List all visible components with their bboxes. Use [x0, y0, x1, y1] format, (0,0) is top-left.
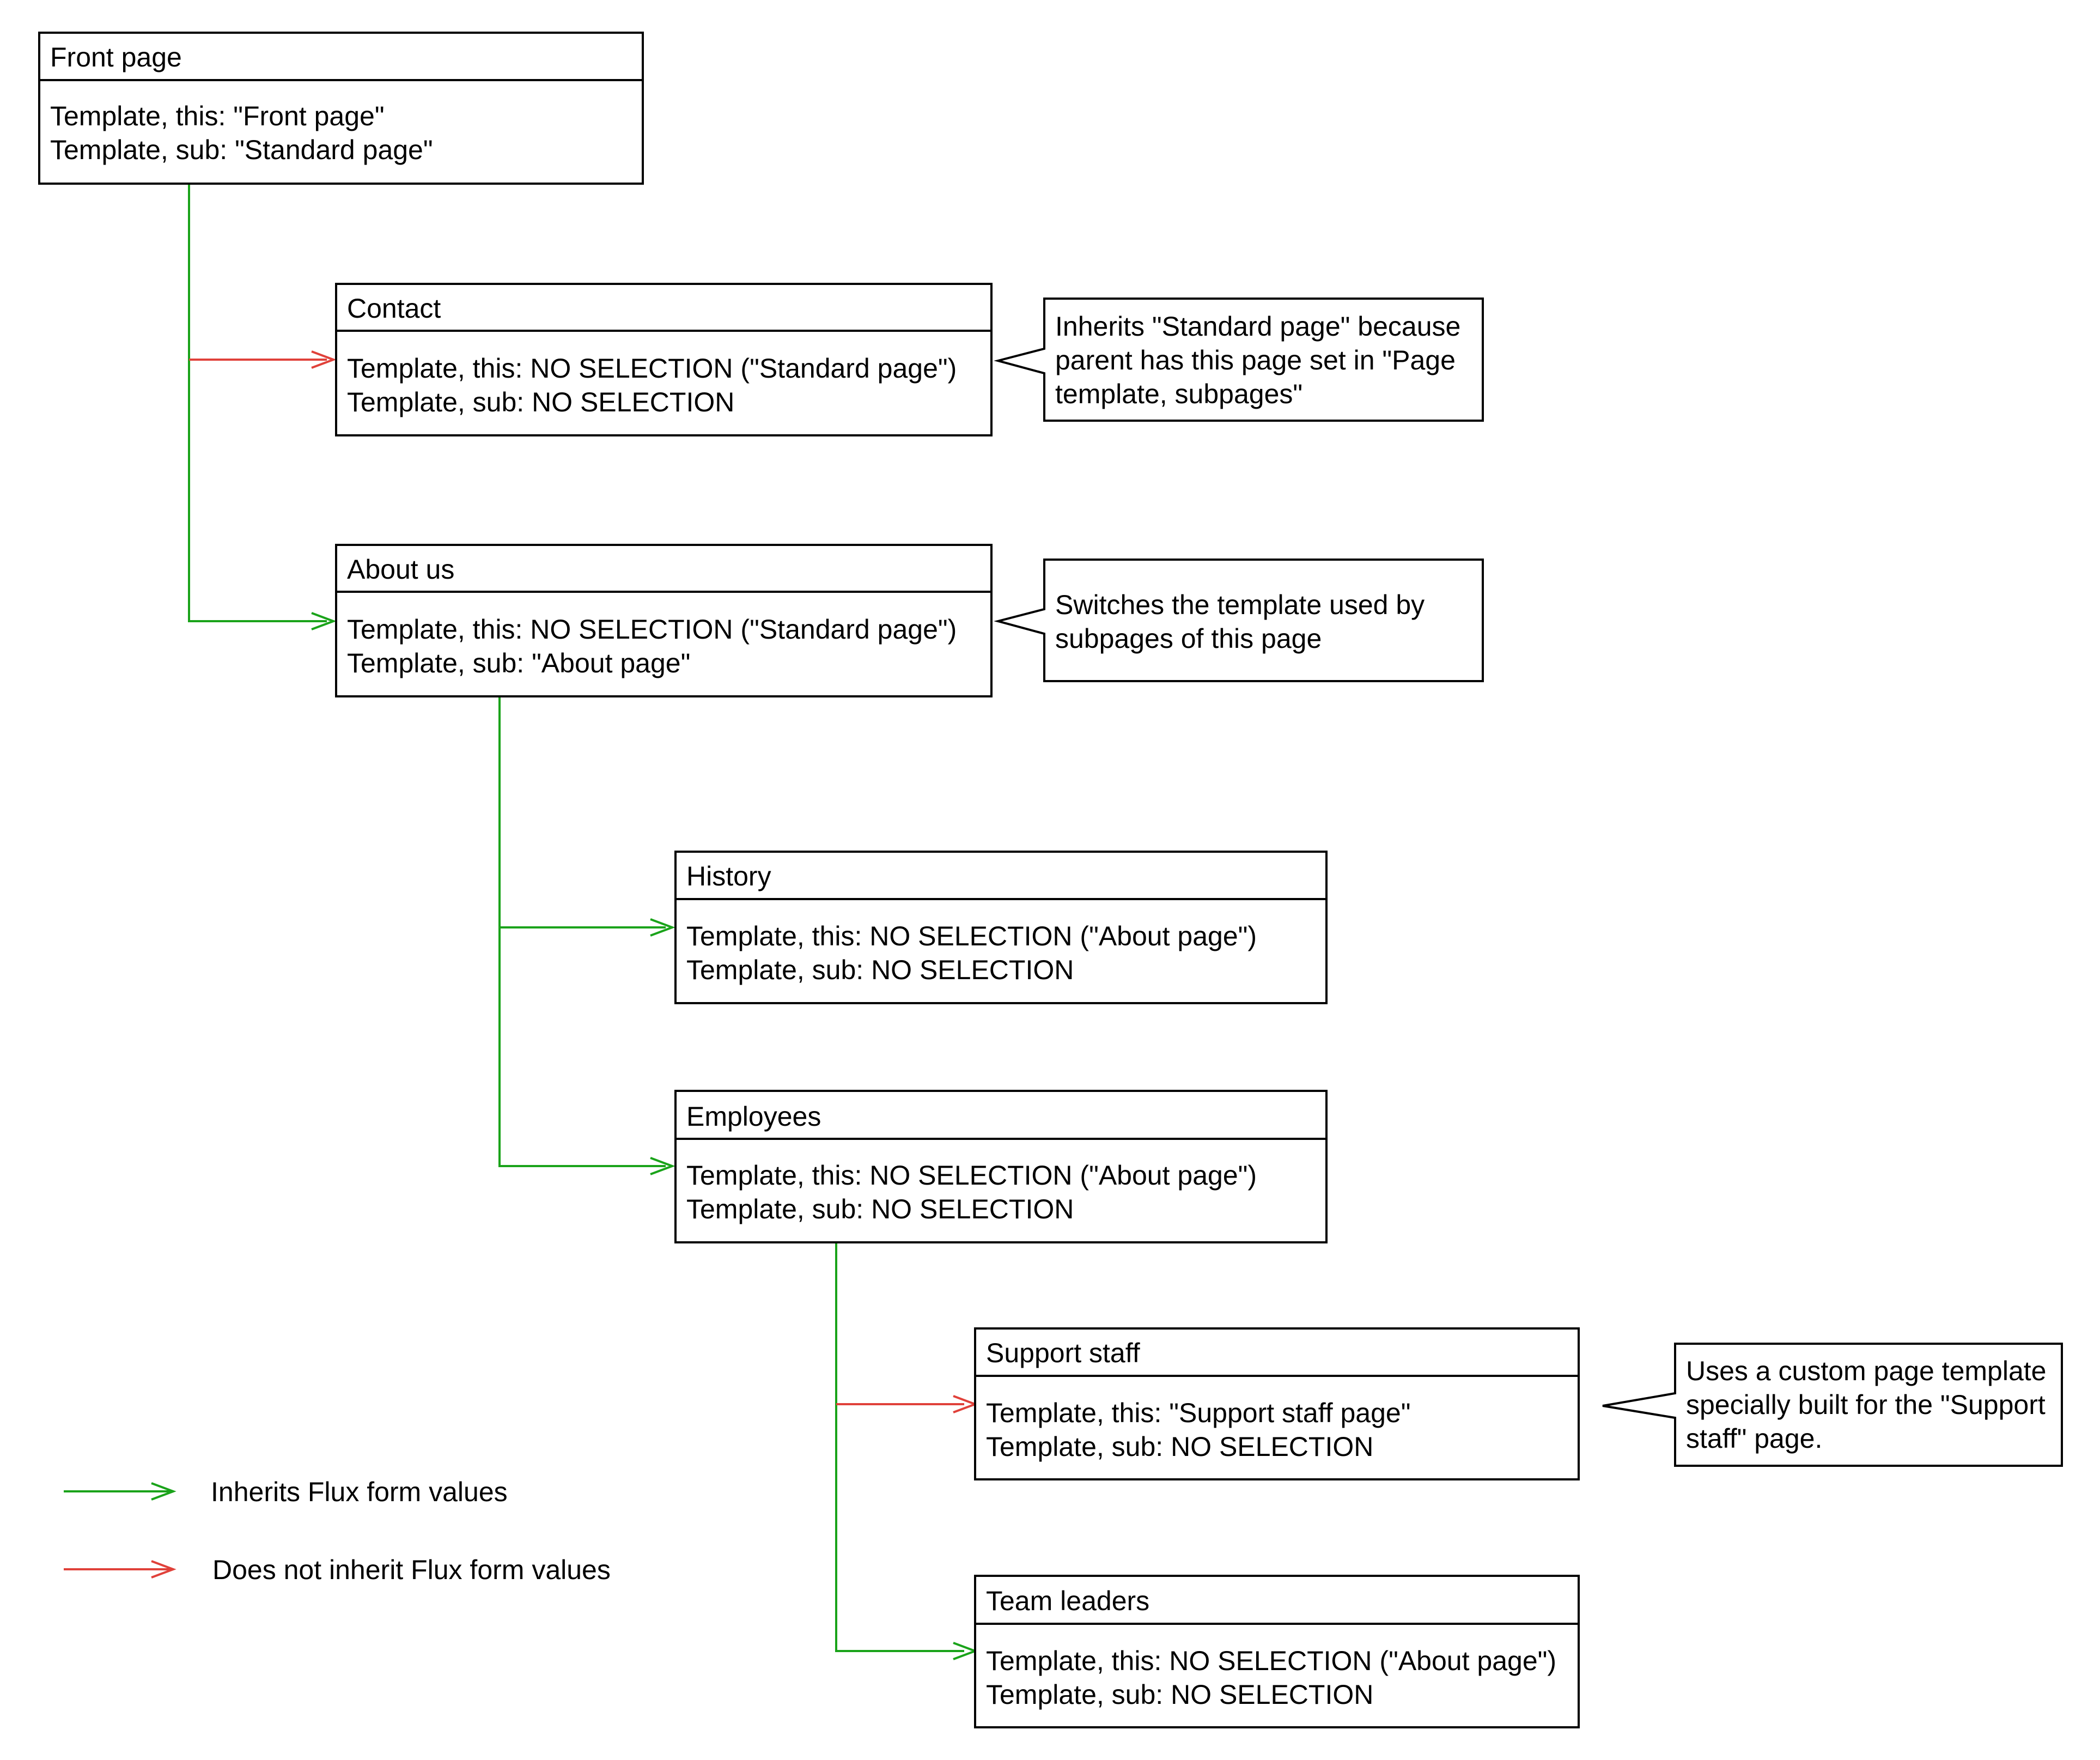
arrow-head-about-us [311, 612, 337, 630]
connectors [188, 184, 964, 1652]
template-this: Template, this: "Support staff page" [986, 1398, 1410, 1428]
callout-line: staff" page. [1686, 1423, 1822, 1454]
template-sub: Template, sub: NO SELECTION [986, 1431, 1373, 1462]
connector-employees-to-team-leaders [835, 1242, 964, 1652]
page-box-team-leaders: Team leaders Template, this: NO SELECTIO… [974, 1575, 1580, 1728]
page-title: About us [347, 554, 454, 585]
callout-line: parent has this page set in "Page [1055, 345, 1456, 375]
page-title: History [686, 861, 771, 891]
page-box-about-us: About us Template, this: NO SELECTION ("… [335, 544, 993, 697]
arrow-head-contact [311, 350, 337, 369]
legend-label: Does not inherit Flux form values [212, 1555, 611, 1585]
template-sub: Template, sub: "About page" [347, 648, 690, 678]
legend-arrow-red [64, 1560, 176, 1579]
page-box-contact: Contact Template, this: NO SELECTION ("S… [335, 283, 993, 436]
arrow-head-employees [650, 1157, 675, 1175]
legend-label: Inherits Flux form values [211, 1477, 508, 1507]
page-title: Contact [347, 293, 441, 324]
legend-item-inherits: Inherits Flux form values [64, 1477, 508, 1507]
template-sub: Template, sub: NO SELECTION [986, 1679, 1373, 1710]
template-sub: Template, sub: NO SELECTION [347, 387, 734, 417]
callout-support-staff: Uses a custom page template specially bu… [1602, 1343, 2063, 1467]
template-this: Template, this: NO SELECTION ("Standard … [347, 353, 957, 384]
callout-line: specially built for the "Support [1686, 1389, 2046, 1420]
template-this: Template, this: NO SELECTION ("Standard … [347, 614, 957, 645]
callout-about-us: Switches the template used by subpages o… [994, 559, 1484, 682]
page-box-support-staff: Support staff Template, this: "Support s… [974, 1327, 1580, 1480]
template-sub: Template, sub: "Standard page" [50, 135, 433, 165]
legend-item-not-inherits: Does not inherit Flux form values [64, 1555, 611, 1585]
callout-line: Inherits "Standard page" because [1055, 311, 1460, 342]
template-sub: Template, sub: NO SELECTION [686, 955, 1074, 985]
callout-line: template, subpages" [1055, 379, 1302, 409]
page-box-front-page: Front page Template, this: "Front page" … [38, 32, 644, 185]
callout-line: subpages of this page [1055, 623, 1322, 654]
page-title: Employees [686, 1101, 821, 1132]
legend: Inherits Flux form values Does not inher… [64, 1477, 611, 1585]
page-title: Front page [50, 42, 182, 72]
page-title: Support staff [986, 1338, 1140, 1368]
template-this: Template, this: "Front page" [50, 101, 385, 131]
page-box-employees: Employees Template, this: NO SELECTION (… [674, 1090, 1328, 1243]
connector-front-to-about-us [188, 184, 327, 622]
template-this: Template, this: NO SELECTION ("About pag… [686, 1160, 1257, 1191]
arrow-head-history [650, 918, 675, 937]
connector-about-to-employees [498, 696, 666, 1167]
template-sub: Template, sub: NO SELECTION [686, 1194, 1074, 1224]
template-this: Template, this: NO SELECTION ("About pag… [986, 1646, 1556, 1676]
page-title: Team leaders [986, 1586, 1149, 1616]
page-box-history: History Template, this: NO SELECTION ("A… [674, 851, 1328, 1004]
template-this: Template, this: NO SELECTION ("About pag… [686, 921, 1257, 951]
legend-arrow-green [64, 1482, 176, 1501]
callout-line: Switches the template used by [1055, 590, 1425, 620]
callout-line: Uses a custom page template [1686, 1356, 2046, 1386]
callout-contact: Inherits "Standard page" because parent … [994, 298, 1484, 422]
